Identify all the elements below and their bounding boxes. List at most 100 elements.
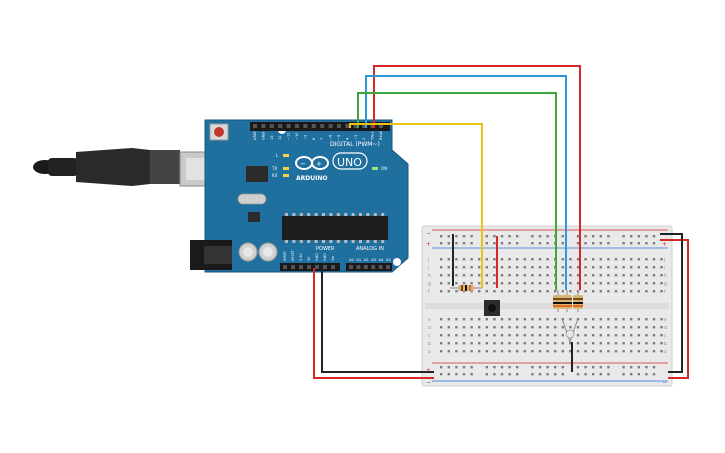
analog-label: ANALOG IN [356,246,384,252]
led-icon [561,317,579,343]
wire-green-pin[interactable] [357,92,557,290]
digital-pin-hole[interactable] [295,124,299,128]
digital-pin-hole[interactable] [379,124,383,128]
row-letter: c [664,334,667,339]
row-letter: i [664,265,665,271]
analog-pin-hole[interactable] [349,265,353,269]
digital-pin-label: ~6 [329,134,333,140]
digital-pin-label: ~5 [337,135,341,140]
rail-minus-bottom: − [426,379,431,386]
digital-pin-label: ~10 [295,132,299,140]
power-pin-hole[interactable] [323,265,327,269]
digital-pin-label: ~3 [354,135,358,140]
digital-pin-label: 2 [362,138,366,140]
power-pin-hole[interactable] [291,265,295,269]
row-letter: h [664,273,667,279]
pushbutton-icon[interactable] [484,300,500,316]
digital-header [250,122,390,131]
power-pin-hole[interactable] [283,265,287,269]
row-letter: e [664,318,667,323]
rail-plus-bottom: + [426,367,431,374]
row-letter: b [664,341,667,347]
analog-pin-label: A4 [379,258,384,262]
on-label: ON [381,166,387,171]
row-letter: a [428,350,431,355]
row-letter: i [428,265,429,271]
digital-pin-label: GND [261,132,265,140]
led-l-label: L [276,153,279,158]
digital-label: DIGITAL (PWM~) [330,141,380,148]
digital-pin-label: ~9 [303,134,307,140]
digital-pin-hole[interactable] [337,124,341,128]
rail-minus-bottom-right: − [662,379,667,386]
digital-pin-hole[interactable] [286,124,291,128]
row-letter: b [428,341,431,347]
digital-pin-label: 13 [270,135,274,140]
wire-red-5v[interactable] [313,65,689,379]
analog-pin-hole[interactable] [356,265,361,269]
digital-pin-label: 7 [320,138,324,140]
digital-pin-hole[interactable] [278,124,283,128]
reset-button-icon[interactable] [209,123,229,141]
analog-pin-label: A0 [349,258,354,262]
analog-pin-hole[interactable] [378,265,383,269]
digital-pin-hole[interactable] [370,124,375,128]
resistor-icon [573,290,583,312]
digital-pin-hole[interactable] [303,124,308,128]
power-pin-label: GND [323,253,327,261]
analog-pin-hole[interactable] [363,265,368,269]
row-letter: d [428,325,431,331]
power-pin-label: 5V [307,256,311,261]
digital-pin-label: 4 [345,137,349,140]
wire-blue-pin[interactable] [365,75,567,290]
resistor-icon [562,290,572,312]
svg-text:−: − [300,160,306,168]
power-pin-hole[interactable] [315,265,319,269]
digital-pin-hole[interactable] [353,124,358,128]
digital-pin-label: 8 [312,137,316,140]
row-letter: j [427,257,429,263]
row-letter: f [428,289,430,295]
digital-pin-label: ~11 [287,132,291,140]
digital-pin-hole[interactable] [320,124,325,128]
power-pin-hole[interactable] [331,265,335,269]
resistor-icon [553,290,563,312]
wire-black-gnd[interactable] [321,233,683,373]
row-letter: c [428,334,431,339]
power-pin-hole[interactable] [299,265,303,269]
digital-pin-label: AREF [253,131,257,140]
analog-pin-label: A2 [364,258,369,262]
digital-pin-hole[interactable] [345,124,350,128]
rail-plus-top: + [426,241,431,248]
digital-pin-hole[interactable] [253,124,257,128]
digital-pin-hole[interactable] [362,124,367,128]
led-rx-label: RX [272,173,278,178]
digital-pin-hole[interactable] [261,124,266,128]
row-letter: f [664,289,666,295]
row-letter: g [428,282,431,287]
power-pin-label: GND [315,253,319,261]
power-pin-label: Vin [331,256,335,261]
svg-text:+: + [316,160,322,168]
power-pin-hole[interactable] [307,265,311,269]
power-pin-label: RESET [291,249,295,261]
arduino-logo-icon: − + [295,156,329,170]
row-letter: a [664,350,667,355]
analog-pin-label: A1 [356,258,361,262]
analog-pin-hole[interactable] [371,265,376,269]
power-pin-label: IOREF [283,251,287,261]
digital-pin-hole[interactable] [328,124,333,128]
row-letter: d [664,325,667,331]
digital-pin-label: 12 [278,135,282,140]
digital-pin-hole[interactable] [269,124,274,128]
digital-pin-label: TX▸1 [371,131,375,141]
row-letter: h [428,273,431,279]
led-tx-label: TX [271,166,277,171]
digital-pin-hole[interactable] [311,124,316,128]
wire-yellow-pin[interactable] [349,123,483,288]
row-letter: j [663,257,665,263]
analog-pin-hole[interactable] [386,265,390,269]
